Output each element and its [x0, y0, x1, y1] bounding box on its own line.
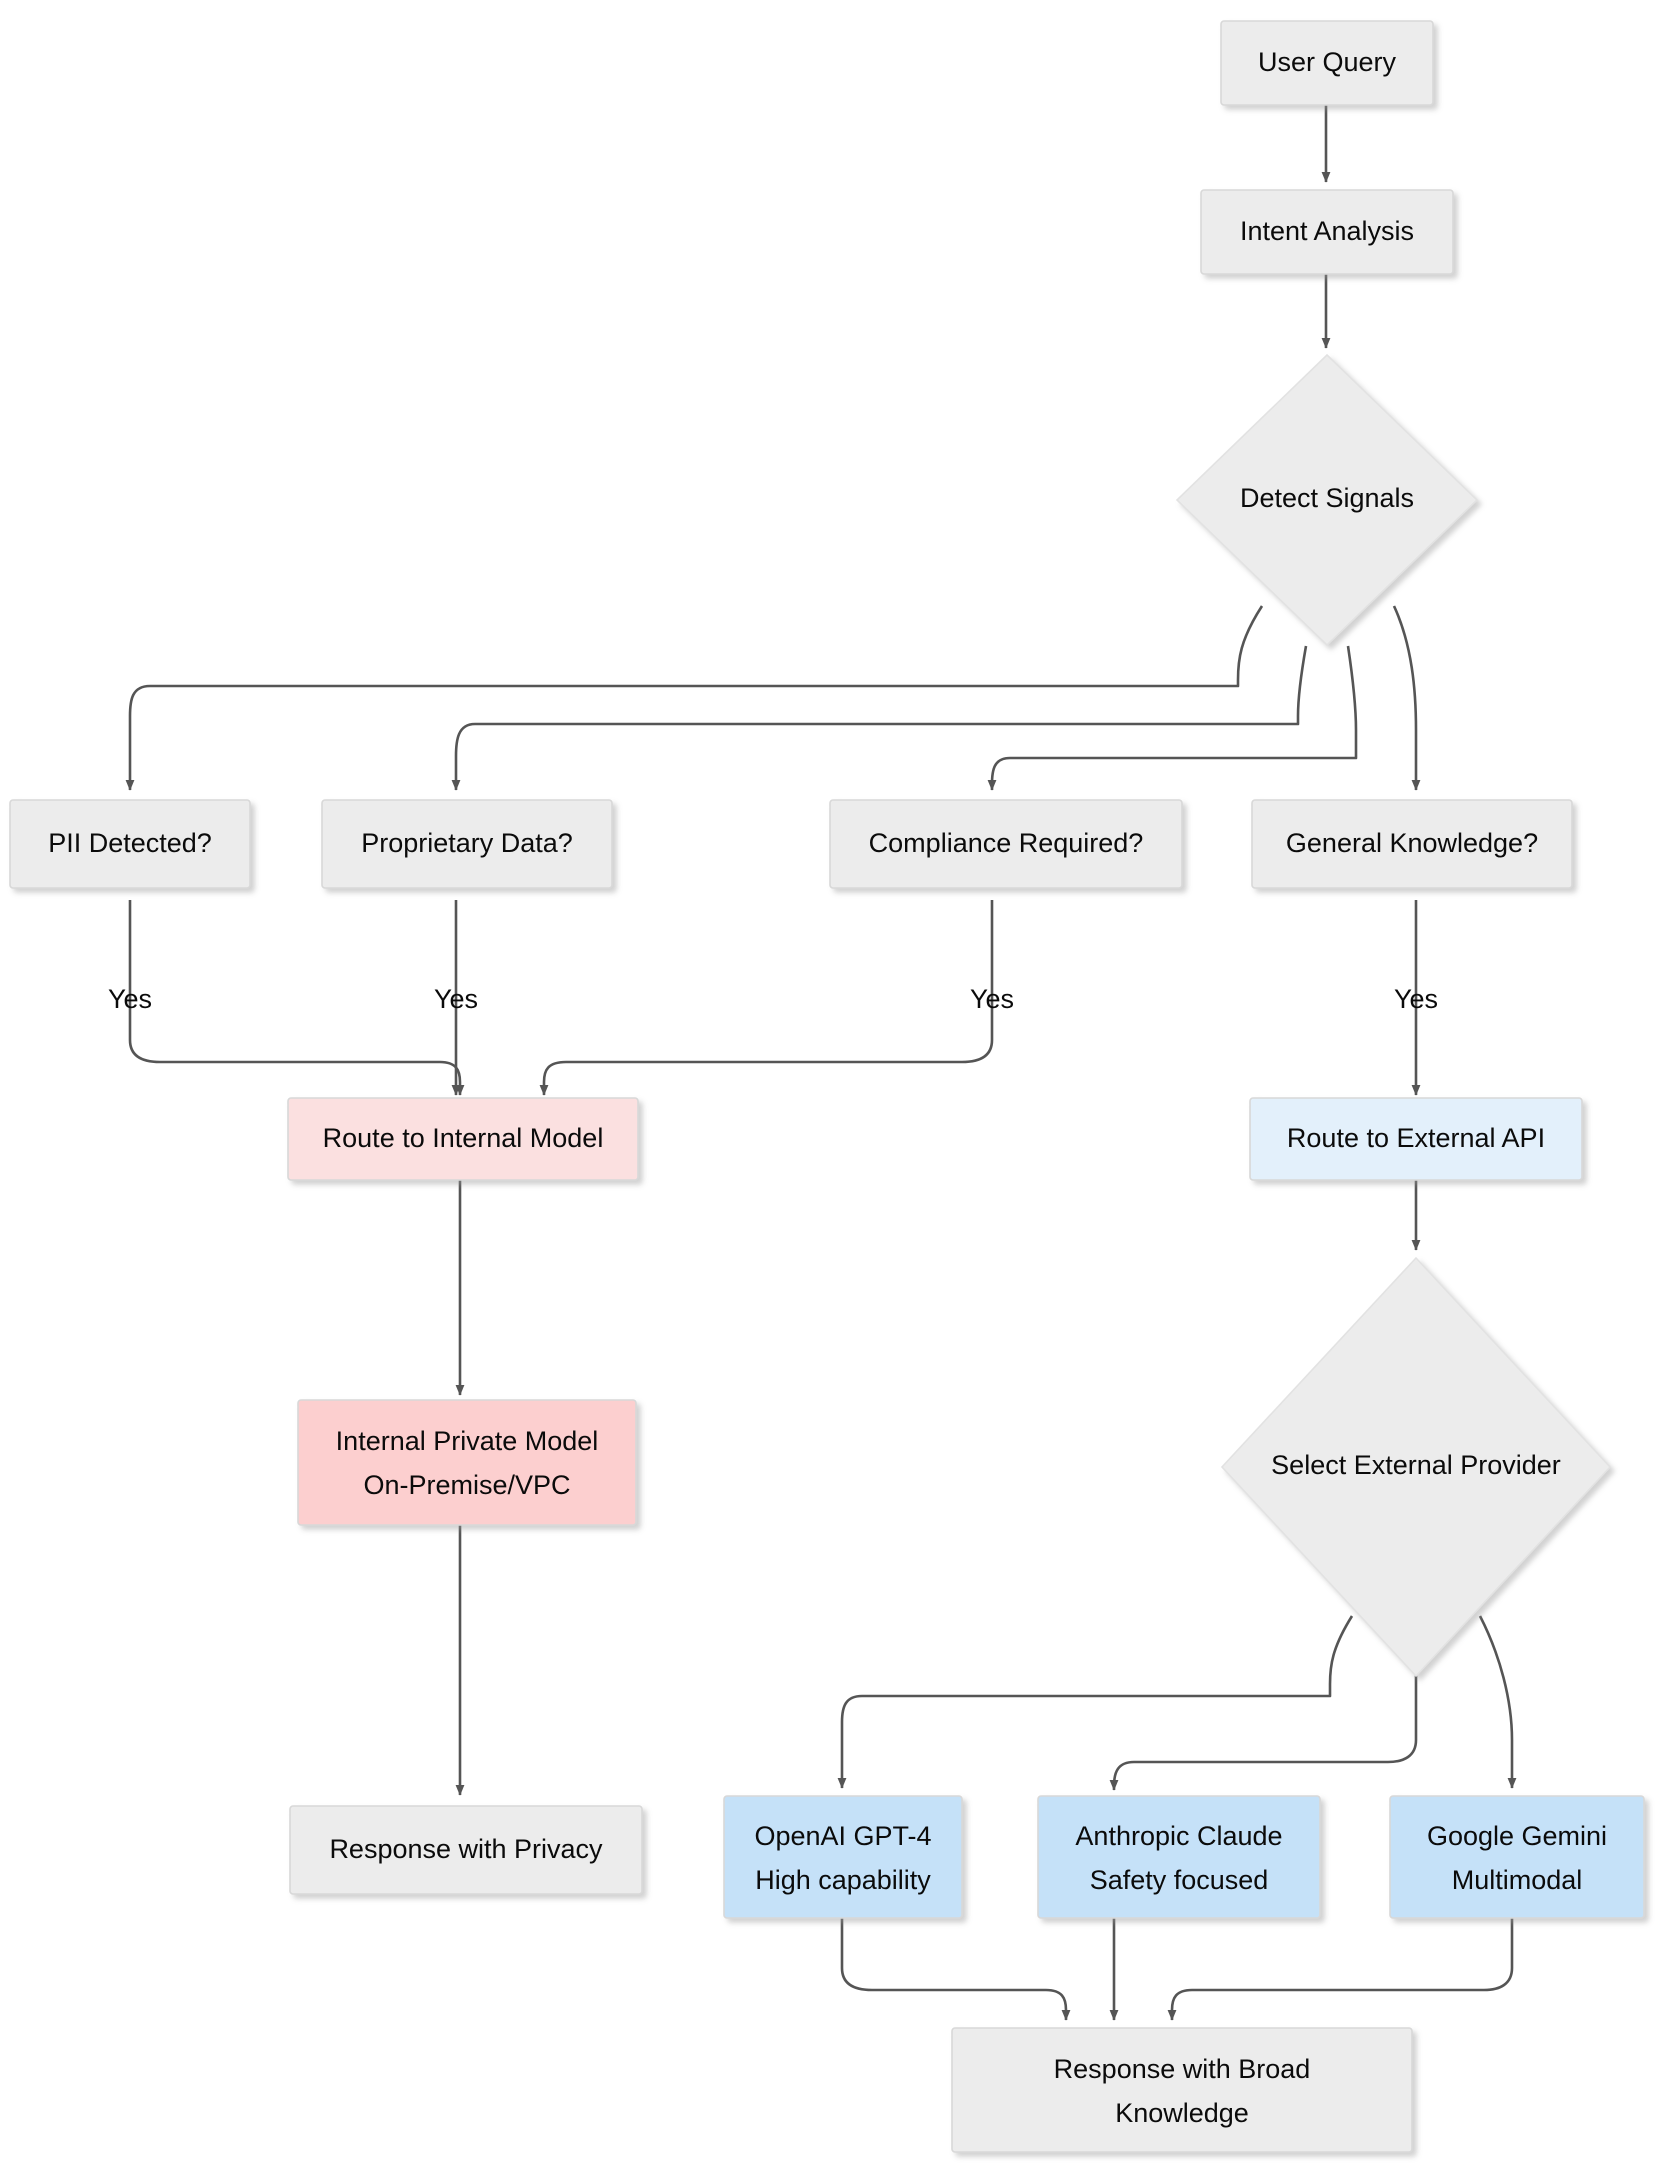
node-anthropic-claude[interactable]: Anthropic Claude Safety focused — [1037, 1795, 1321, 1919]
node-internal-private-model-label-line2: On-Premise/VPC — [363, 1470, 570, 1500]
edge-label-compliance-yes: Yes — [970, 984, 1014, 1014]
node-google-gemini[interactable]: Google Gemini Multimodal — [1389, 1795, 1645, 1919]
node-response-privacy-box[interactable] — [289, 1805, 643, 1895]
edge-detect-signals-to-general-knowledge — [1392, 605, 1421, 791]
node-route-external-box[interactable] — [1249, 1097, 1583, 1181]
node-route-internal-box[interactable] — [287, 1097, 639, 1181]
node-pii-detected-box[interactable] — [9, 799, 251, 889]
node-openai-gpt4-label-line2: High capability — [755, 1865, 931, 1895]
node-user-query[interactable]: User Query — [1220, 20, 1434, 106]
node-general-knowledge-box[interactable] — [1251, 799, 1573, 889]
edge-google-gemini-to-response-broad — [1167, 1912, 1514, 2021]
edge-select-provider-to-openai-gpt4 — [837, 1615, 1354, 1789]
node-anthropic-claude-box[interactable] — [1037, 1795, 1321, 1919]
node-google-gemini-label-line1: Google Gemini — [1427, 1821, 1607, 1851]
node-pii-detected[interactable]: PII Detected? — [9, 799, 251, 889]
node-route-external-label: Route to External API — [1287, 1123, 1545, 1153]
node-user-query-box[interactable] — [1220, 20, 1434, 106]
node-internal-private-model-label-line1: Internal Private Model — [336, 1426, 599, 1456]
edge-detect-signals-to-pii-detected — [125, 605, 1264, 791]
edge-label-layer: Yes Yes Yes Yes — [108, 984, 1438, 1014]
edge-openai-gpt4-to-response-broad — [840, 1912, 1071, 2021]
node-pii-detected-label: PII Detected? — [48, 828, 212, 858]
node-openai-gpt4-box[interactable] — [723, 1795, 963, 1919]
edge-select-provider-to-anthropic-claude — [1109, 1660, 1418, 1791]
node-layer: User Query Intent Analysis Detect Signal… — [9, 20, 1645, 2153]
node-compliance-required[interactable]: Compliance Required? — [829, 799, 1183, 889]
node-detect-signals-label: Detect Signals — [1240, 483, 1414, 513]
node-anthropic-claude-label-line1: Anthropic Claude — [1075, 1821, 1282, 1851]
node-google-gemini-label-line2: Multimodal — [1452, 1865, 1583, 1895]
node-proprietary-data-label: Proprietary Data? — [361, 828, 573, 858]
node-general-knowledge[interactable]: General Knowledge? — [1251, 799, 1573, 889]
node-proprietary-data[interactable]: Proprietary Data? — [321, 799, 613, 889]
node-proprietary-data-box[interactable] — [321, 799, 613, 889]
node-anthropic-claude-label-line2: Safety focused — [1090, 1865, 1269, 1895]
node-general-knowledge-label: General Knowledge? — [1286, 828, 1538, 858]
node-user-query-label: User Query — [1258, 47, 1397, 77]
node-internal-private-model[interactable]: Internal Private Model On-Premise/VPC — [297, 1399, 637, 1526]
node-detect-signals-diamond[interactable] — [1175, 353, 1479, 647]
node-detect-signals[interactable]: Detect Signals — [1175, 353, 1479, 647]
node-openai-gpt4-label-line1: OpenAI GPT-4 — [754, 1821, 931, 1851]
node-select-external-provider-label: Select External Provider — [1271, 1450, 1561, 1480]
node-route-internal[interactable]: Route to Internal Model — [287, 1097, 639, 1181]
node-route-internal-label: Route to Internal Model — [323, 1123, 604, 1153]
node-intent-analysis-box[interactable] — [1200, 189, 1454, 275]
node-response-broad-label-line1: Response with Broad — [1054, 2054, 1311, 2084]
node-intent-analysis[interactable]: Intent Analysis — [1200, 189, 1454, 275]
node-response-privacy[interactable]: Response with Privacy — [289, 1805, 643, 1895]
node-intent-analysis-label: Intent Analysis — [1240, 216, 1414, 246]
node-response-broad-label-line2: Knowledge — [1115, 2098, 1249, 2128]
edge-label-general-yes: Yes — [1394, 984, 1438, 1014]
node-response-broad-box[interactable] — [951, 2027, 1413, 2153]
node-select-external-provider-diamond[interactable] — [1220, 1256, 1612, 1678]
node-compliance-required-box[interactable] — [829, 799, 1183, 889]
node-google-gemini-box[interactable] — [1389, 1795, 1645, 1919]
node-route-external[interactable]: Route to External API — [1249, 1097, 1583, 1181]
node-response-privacy-label: Response with Privacy — [329, 1834, 603, 1864]
edge-label-proprietary-yes: Yes — [434, 984, 478, 1014]
edge-compliance-required-to-route-internal — [539, 900, 994, 1096]
edge-select-provider-to-google-gemini — [1478, 1615, 1517, 1789]
node-response-broad[interactable]: Response with Broad Knowledge — [951, 2027, 1413, 2153]
edge-layer — [125, 105, 1517, 2021]
node-openai-gpt4[interactable]: OpenAI GPT-4 High capability — [723, 1795, 963, 1919]
edge-detect-signals-to-proprietary-data — [451, 645, 1308, 791]
node-compliance-required-label: Compliance Required? — [869, 828, 1144, 858]
node-select-external-provider[interactable]: Select External Provider — [1220, 1256, 1612, 1678]
edge-pii-detected-to-route-internal — [128, 900, 465, 1096]
edge-label-pii-yes: Yes — [108, 984, 152, 1014]
node-internal-private-model-box[interactable] — [297, 1399, 637, 1526]
edge-detect-signals-to-compliance-required — [987, 645, 1358, 791]
